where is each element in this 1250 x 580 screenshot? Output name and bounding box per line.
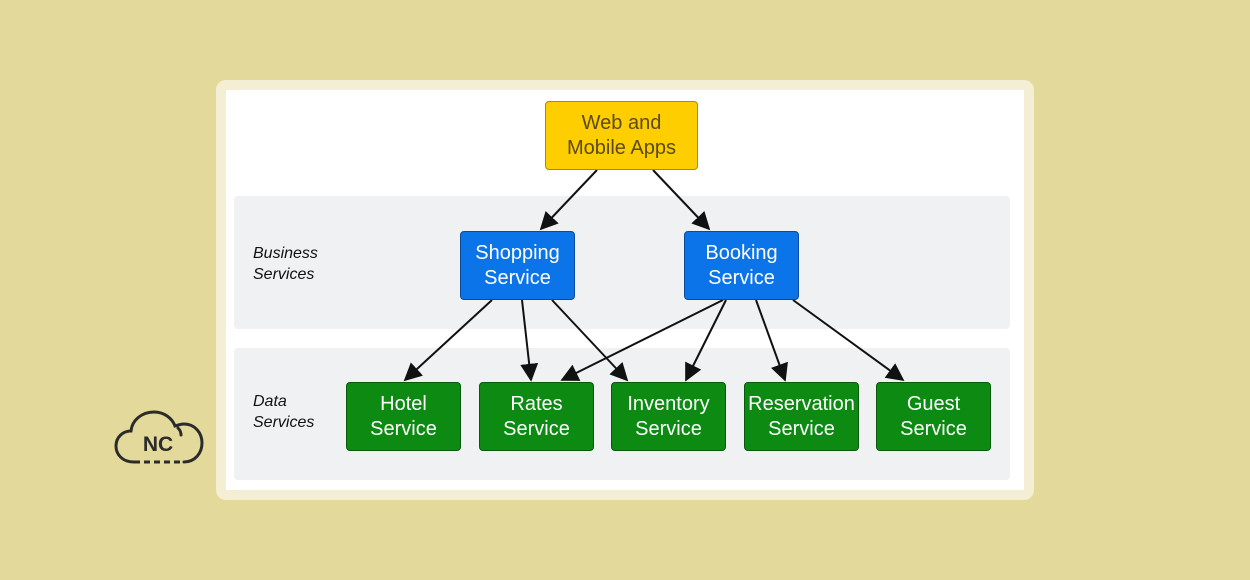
reservation-line-2: Service <box>768 417 835 440</box>
business-label-line-2: Services <box>253 266 315 283</box>
business-label-line-1: Business <box>253 245 318 262</box>
business-services-label: Business Services <box>253 243 363 285</box>
web-and-mobile-apps-node: Web and Mobile Apps <box>545 101 698 170</box>
booking-service-node: Booking Service <box>684 231 799 300</box>
shopping-service-node: Shopping Service <box>460 231 575 300</box>
data-services-label: Data Services <box>253 391 363 433</box>
guest-service-node: Guest Service <box>876 382 991 451</box>
reservation-line-1: Reservation <box>748 392 855 415</box>
inventory-line-2: Service <box>635 417 702 440</box>
hotel-line-1: Hotel <box>380 392 427 415</box>
shopping-line-2: Service <box>484 266 551 289</box>
shopping-line-1: Shopping <box>475 241 560 264</box>
data-label-line-2: Services <box>253 414 315 431</box>
apps-line-2: Mobile Apps <box>567 136 676 159</box>
booking-line-1: Booking <box>705 241 778 264</box>
reservation-service-node: Reservation Service <box>744 382 859 451</box>
inventory-line-1: Inventory <box>627 392 710 415</box>
data-label-line-1: Data <box>253 393 287 410</box>
rates-line-2: Service <box>503 417 570 440</box>
nc-cloud-logo-icon: NC <box>114 410 204 464</box>
apps-line-1: Web and <box>581 111 662 134</box>
booking-line-2: Service <box>708 266 775 289</box>
guest-line-2: Service <box>900 417 967 440</box>
guest-line-1: Guest <box>906 392 961 415</box>
logo-text: NC <box>143 433 173 456</box>
hotel-line-2: Service <box>370 417 437 440</box>
inventory-service-node: Inventory Service <box>611 382 726 451</box>
rates-service-node: Rates Service <box>479 382 594 451</box>
hotel-service-node: Hotel Service <box>346 382 461 451</box>
rates-line-1: Rates <box>510 392 563 415</box>
